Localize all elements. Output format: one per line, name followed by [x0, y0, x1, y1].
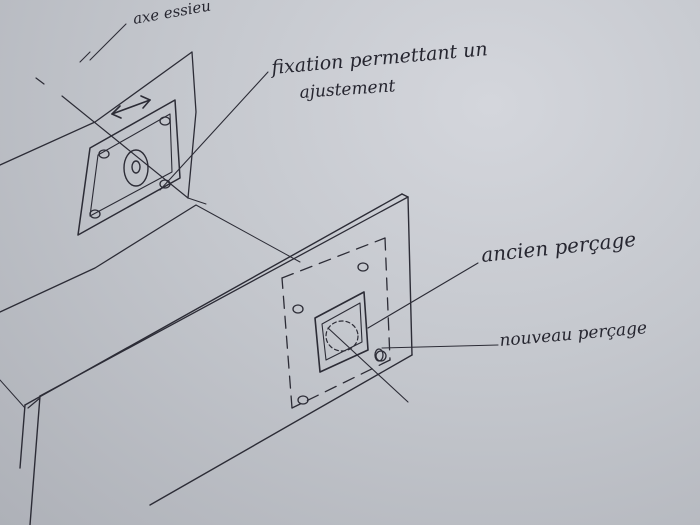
plate-hole-top-left: [98, 149, 110, 159]
plate-hole-bottom-left: [89, 209, 101, 219]
fixing-plate-outline-dashed: [281, 237, 391, 409]
new-drilling-label: nouveau perçage: [499, 318, 648, 351]
plate-center-washer: [123, 149, 149, 187]
plate-hole-top-right: [159, 116, 171, 126]
lower-bracket: [19, 193, 413, 525]
square-cutout: [314, 291, 409, 403]
upper-wall: [0, 51, 197, 313]
construction-lines: [0, 197, 301, 409]
old-drilling-label: ancien perçage: [480, 227, 637, 267]
lower-plate-holes: [292, 262, 387, 405]
old-drilling-circle: [325, 320, 359, 352]
axle-axis-upper: [35, 77, 189, 199]
lower-hole-bottom-left: [297, 395, 309, 405]
adjustment-arrow: [111, 95, 151, 119]
adjustable-mounting-plate: [77, 99, 181, 236]
fixation-label-line2: ajustement: [299, 76, 396, 103]
lower-hole-top-right: [357, 262, 369, 272]
axle-label: axe essieu: [132, 0, 213, 28]
lower-hole-top-left: [292, 304, 304, 314]
new-drilling-circle: [374, 348, 384, 362]
fixation-label-line1: fixation permettant un: [269, 38, 489, 79]
leader-lines: [79, 23, 499, 349]
plate-center-hole: [131, 160, 141, 174]
